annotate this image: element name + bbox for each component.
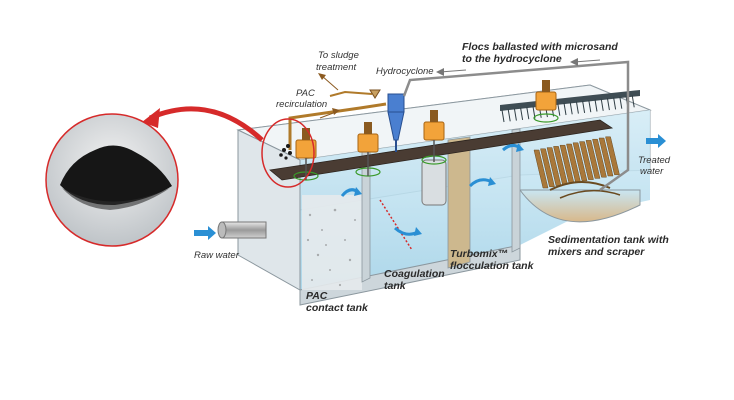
flocs-arrowhead-2 [436, 68, 444, 76]
label-treated-2: water [640, 166, 664, 177]
raw-water-arrow [194, 226, 216, 240]
label-raw-water: Raw water [194, 250, 240, 261]
label-treated-1: Treated [638, 155, 671, 166]
label-to-sludge-1: To sludge [318, 50, 359, 61]
label-flocs-1: Flocs ballasted with microsand [462, 41, 618, 53]
label-sed-1: Sedimentation tank with [548, 234, 669, 246]
flocs-arrowhead-1 [570, 58, 578, 66]
label-turbo-2: flocculation tank [450, 260, 535, 272]
raw-water-inlet [218, 222, 266, 238]
label-coag-1: Coagulation [384, 268, 445, 280]
label-flocs-2: to the hydrocyclone [462, 53, 562, 65]
label-sed-2: mixers and scraper [548, 246, 645, 258]
label-coag-2: tank [384, 280, 407, 292]
label-pac-recirc-1: PAC [296, 88, 315, 99]
label-turbo-1: Turbomix™ [450, 248, 508, 260]
sludge-treatment-pipe [330, 92, 372, 96]
pac-contact-tank-fill [302, 195, 362, 290]
divider-wall-1 [362, 149, 370, 282]
flocculation-draft-tube [422, 160, 446, 205]
label-pac-tank-1: PAC [306, 290, 328, 302]
sludge-out-arrow [322, 76, 338, 90]
label-hydrocyclone: Hydrocyclone [376, 66, 434, 77]
label-pac-tank-2: contact tank [306, 302, 369, 314]
pac-magnified-view [46, 114, 178, 246]
label-pac-recirc-2: recirculation [276, 99, 327, 110]
label-to-sludge-2: treatment [316, 62, 356, 73]
